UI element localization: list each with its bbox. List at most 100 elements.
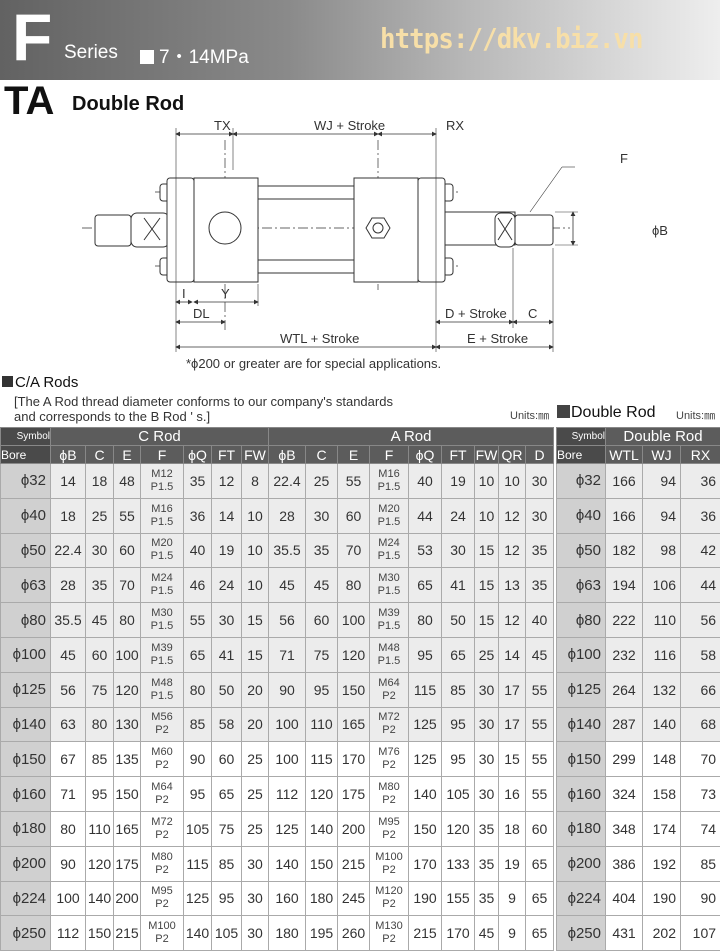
double-rod-value-cell: 174 bbox=[642, 810, 681, 847]
thread-size: M24 bbox=[151, 572, 173, 585]
bore-cell: ϕ250 bbox=[556, 915, 606, 951]
double-rod-value-cell: 94 bbox=[642, 497, 681, 534]
a-rod-value-cell: 15 bbox=[474, 532, 499, 569]
double-rod-value-cell: 116 bbox=[642, 636, 681, 673]
a-rod-value-cell: 55 bbox=[337, 463, 370, 499]
c-rod-value-cell: 75 bbox=[85, 671, 114, 708]
a-rod-value-cell: 170 bbox=[337, 741, 370, 778]
a-rod-value-cell: 30 bbox=[524, 463, 555, 499]
double-rod-value-cell: 194 bbox=[605, 567, 643, 604]
double-rod-value-cell: 386 bbox=[605, 845, 643, 882]
c-rod-value-cell: 95 bbox=[85, 776, 114, 812]
a-rod-value-cell: 30 bbox=[305, 497, 338, 534]
c-rod-value-cell: 85 bbox=[85, 741, 114, 778]
a-rod-value-cell: 112 bbox=[268, 776, 306, 812]
double-rod-value-cell: 166 bbox=[605, 497, 643, 534]
double-rod-value-cell: 148 bbox=[642, 741, 681, 778]
c-rod-value-cell: 71 bbox=[50, 776, 86, 812]
a-rod-value-cell: 260 bbox=[337, 915, 370, 951]
thread-size: M48 bbox=[378, 641, 400, 654]
a-rod-value-cell: 30 bbox=[474, 706, 499, 743]
a-rod-value-cell: 35 bbox=[524, 532, 555, 569]
bore-cell: ϕ32 bbox=[556, 463, 606, 499]
a-rod-value-cell: 65 bbox=[524, 845, 555, 882]
double-rod-value-cell: 202 bbox=[642, 915, 681, 951]
c-rod-value-cell: 112 bbox=[50, 915, 86, 951]
a-rod-value-cell: 90 bbox=[268, 671, 306, 708]
symbol-header: Symbol bbox=[556, 427, 606, 446]
a-rod-value-cell: 80 bbox=[337, 567, 370, 604]
a-rod-value-cell: 125 bbox=[268, 810, 306, 847]
c-rod-value-cell: 25 bbox=[241, 741, 269, 778]
c-rod-value-cell: 80 bbox=[85, 706, 114, 743]
thread-size: M12 bbox=[151, 467, 173, 480]
left-head bbox=[166, 177, 259, 283]
c-rod-value-cell: 46 bbox=[183, 567, 212, 604]
thread-size: M72 bbox=[378, 711, 400, 724]
dim-d: D + Stroke bbox=[445, 306, 507, 321]
a-rod-value-cell: 190 bbox=[408, 880, 442, 917]
c-rod-value-cell: 48 bbox=[113, 463, 141, 499]
thread-pitch: P1.5 bbox=[150, 654, 174, 667]
c-rod-value-cell: 35 bbox=[183, 463, 212, 499]
a-rod-value-cell: 45 bbox=[305, 567, 338, 604]
desc-line-1: [The A Rod thread diameter conforms to o… bbox=[14, 394, 393, 409]
double-rod-value-cell: 106 bbox=[642, 567, 681, 604]
a-rod-value-cell: 12 bbox=[498, 532, 526, 569]
c-rod-value-cell: 65 bbox=[183, 636, 212, 673]
double-rod-value-cell: 264 bbox=[605, 671, 643, 708]
c-rod-value-cell: 10 bbox=[241, 497, 269, 534]
bore-cell: ϕ180 bbox=[0, 810, 51, 847]
a-rod-value-cell: 71 bbox=[268, 636, 306, 673]
a-rod-value-cell: 150 bbox=[337, 671, 370, 708]
double-rod-value-cell: 190 bbox=[642, 880, 681, 917]
a-rod-column-header: C bbox=[305, 445, 338, 464]
a-rod-column-header: FT bbox=[441, 445, 475, 464]
a-rod-value-cell: 41 bbox=[441, 567, 475, 604]
special-note: *ϕ200 or greater are for special applica… bbox=[186, 356, 442, 371]
c-rod-value-cell: 125 bbox=[183, 880, 212, 917]
thread-size: M60 bbox=[151, 746, 173, 759]
thread-pitch: P1.5 bbox=[377, 585, 401, 598]
a-rod-value-cell: 85 bbox=[441, 671, 475, 708]
c-rod-value-cell: 10 bbox=[241, 567, 269, 604]
c-rod-value-cell: 105 bbox=[183, 810, 212, 847]
a-rod-value-cell: 30 bbox=[474, 671, 499, 708]
double-rod-value-cell: 158 bbox=[642, 776, 681, 812]
c-rod-value-cell: 14 bbox=[211, 497, 242, 534]
thread-pitch: P1.5 bbox=[150, 480, 174, 493]
a-rod-value-cell: 35 bbox=[474, 810, 499, 847]
a-rod-value-cell: 140 bbox=[408, 776, 442, 812]
c-rod-value-cell: 135 bbox=[113, 741, 141, 778]
dim-phib: ϕB bbox=[652, 223, 668, 238]
thread-pitch: P1.5 bbox=[150, 689, 174, 702]
c-rod-value-cell: 18 bbox=[85, 463, 114, 499]
a-rod-value-cell: 133 bbox=[441, 845, 475, 882]
units-label-2: Units:㎜ bbox=[676, 410, 716, 422]
thread-size: M64 bbox=[378, 676, 400, 689]
a-rod-value-cell: 10 bbox=[498, 463, 526, 499]
c-rod-value-cell: 70 bbox=[113, 567, 141, 604]
c-rod-column-header: F bbox=[140, 445, 184, 464]
c-rod-value-cell: 28 bbox=[50, 567, 86, 604]
a-rod-value-cell: 140 bbox=[268, 845, 306, 882]
a-rod-value-cell: 19 bbox=[441, 463, 475, 499]
dim-f: F bbox=[620, 151, 628, 166]
double-rod-value-cell: 222 bbox=[605, 602, 643, 638]
series-banner: F Series 7・14MPa https://dkv.biz.vn bbox=[0, 0, 720, 80]
thread-size: M16 bbox=[378, 467, 400, 480]
thread-size: M56 bbox=[151, 711, 173, 724]
